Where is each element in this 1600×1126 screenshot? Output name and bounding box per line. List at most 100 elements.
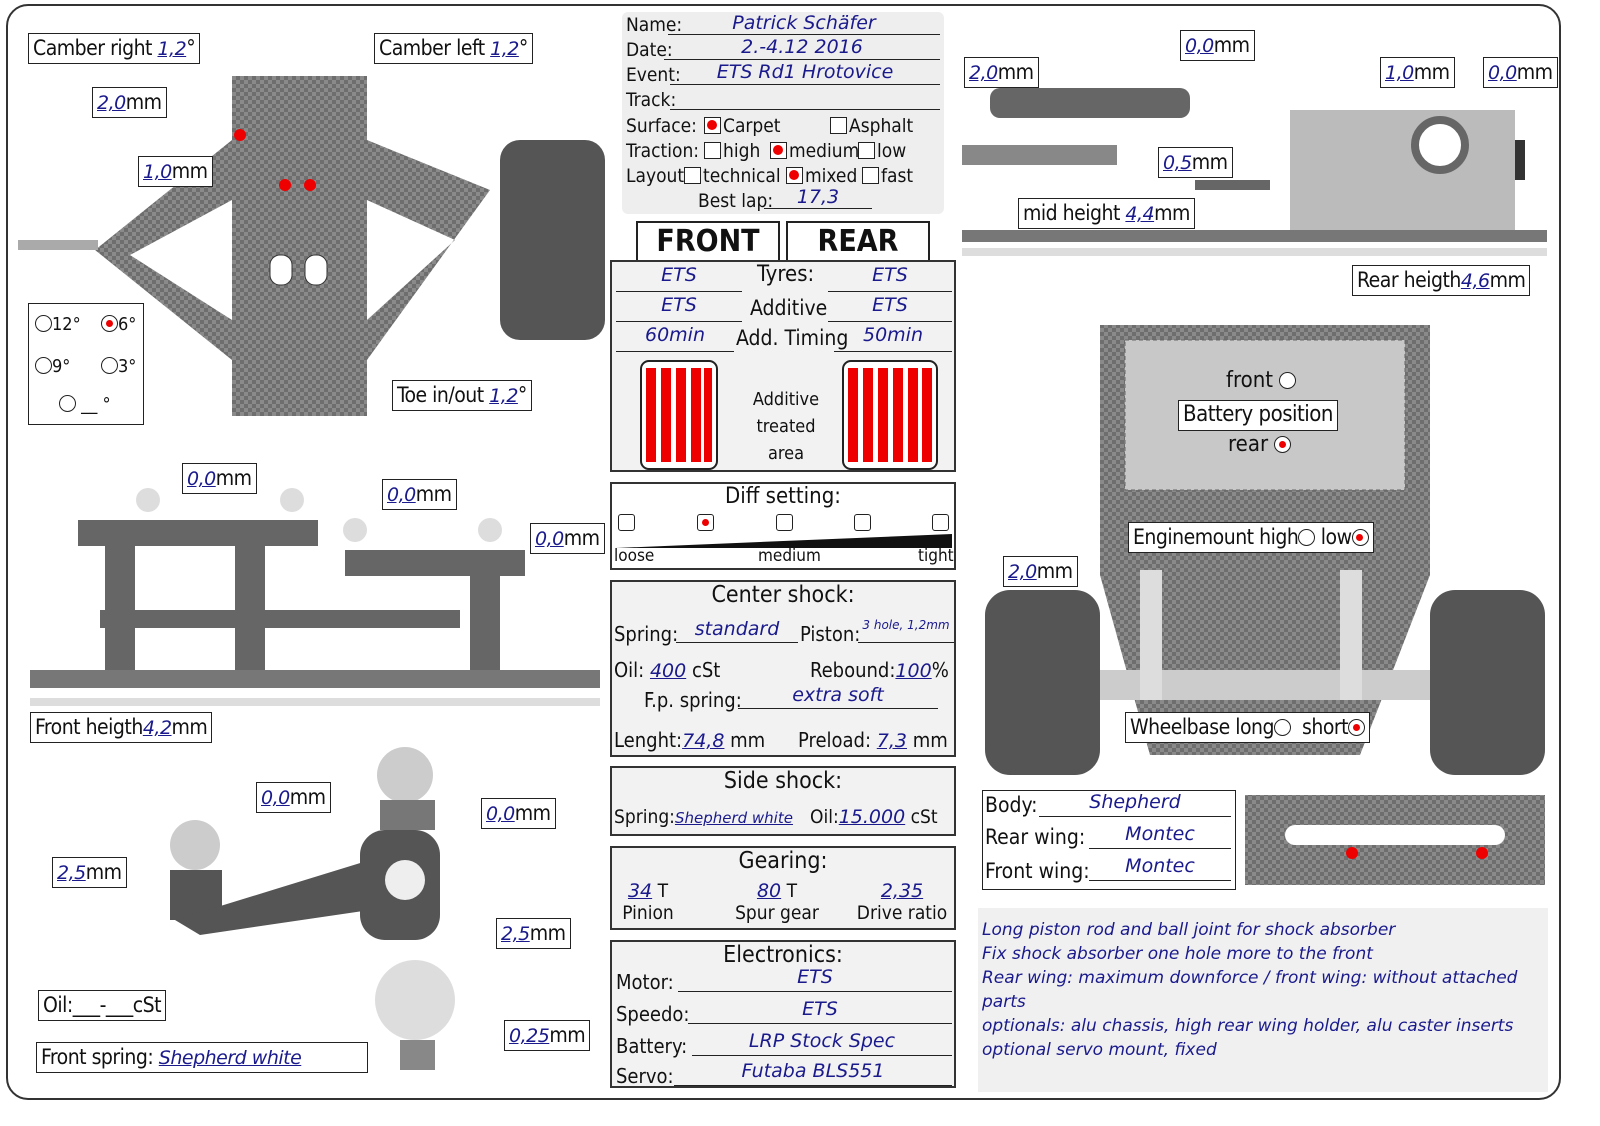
- checkbox[interactable]: [704, 117, 721, 134]
- note-line: optionals: alu chassis, high rear wing h…: [982, 1016, 1514, 1036]
- side-spring-field[interactable]: Shepherd white: [674, 809, 793, 827]
- hub-spacer-field[interactable]: 0,0mm: [256, 782, 331, 813]
- diff-position-1[interactable]: [618, 514, 635, 531]
- checkbox[interactable]: [770, 142, 787, 159]
- front-spacer-field[interactable]: 0,0mm: [182, 463, 257, 494]
- camber-left-field[interactable]: Camber left 1,2°: [374, 33, 533, 64]
- tyres-front-field[interactable]: ETS: [661, 264, 697, 286]
- fp-spring-field[interactable]: extra soft: [792, 684, 884, 706]
- caster-custom-radio[interactable]: [59, 395, 76, 412]
- diff-position-5[interactable]: [932, 514, 949, 531]
- spur-field[interactable]: 80: [756, 880, 782, 902]
- caster-12-radio[interactable]: [35, 315, 52, 332]
- side-oil-field[interactable]: 15.000: [838, 806, 906, 828]
- traction-medium-checkbox[interactable]: medium: [770, 140, 859, 162]
- tyres-rear-field[interactable]: ETS: [872, 264, 908, 286]
- layout-fast-checkbox[interactable]: fast: [862, 165, 913, 187]
- enginemount-label: Enginemount: [1133, 525, 1254, 549]
- front-spring-field[interactable]: Front spring: Shepherd white: [36, 1042, 368, 1073]
- enginemount-field[interactable]: Enginemount high low: [1128, 522, 1374, 553]
- wheelbase-short-radio[interactable]: [1348, 719, 1366, 736]
- checkbox[interactable]: [862, 167, 879, 184]
- diff-position-4[interactable]: [854, 514, 871, 531]
- front-oil-unit: cSt: [132, 993, 162, 1017]
- additive-front-field[interactable]: ETS: [661, 294, 697, 316]
- sheet-frame: [6, 4, 1561, 1100]
- front-hub-drawing: [170, 747, 455, 1070]
- oil-field[interactable]: 400: [649, 660, 687, 682]
- preload-field[interactable]: 7,3: [876, 730, 907, 752]
- hub-spacer-field[interactable]: 2,5mm: [52, 857, 127, 888]
- traction-high-checkbox[interactable]: high: [704, 140, 760, 162]
- battery-rear-option[interactable]: rear: [1228, 432, 1292, 457]
- checkbox[interactable]: [858, 142, 875, 159]
- front-spacer-field[interactable]: 0,0mm: [530, 523, 605, 554]
- hub-spacer-field[interactable]: 0,25mm: [504, 1020, 591, 1051]
- best-lap-field[interactable]: 17,3: [796, 186, 840, 208]
- date-field[interactable]: 2.-4.12 2016: [741, 36, 863, 58]
- timing-rear-field[interactable]: 50min: [862, 324, 923, 346]
- front-height-field[interactable]: Front heigth4,2mm: [30, 712, 213, 743]
- front-offset2-field[interactable]: 1,0mm: [138, 156, 213, 187]
- wheelbase-field[interactable]: Wheelbase long short: [1125, 712, 1371, 743]
- camber-right-field[interactable]: Camber right 1,2°: [28, 33, 201, 64]
- notes-area[interactable]: Long piston rod and ball joint for shock…: [978, 908, 1548, 1092]
- checkbox[interactable]: [684, 167, 701, 184]
- front-chassis-top-drawing: [18, 76, 605, 416]
- battery-front-option[interactable]: front: [1226, 368, 1297, 393]
- front-spacer-field[interactable]: 0,0mm: [382, 479, 457, 510]
- toe-field[interactable]: Toe in/out 1,2°: [392, 380, 532, 411]
- body-field[interactable]: Shepherd: [1089, 791, 1181, 813]
- motor-field[interactable]: ETS: [797, 966, 833, 988]
- caster-9-radio[interactable]: [35, 357, 52, 374]
- checkbox[interactable]: [786, 167, 803, 184]
- servo-field[interactable]: Futaba BLS551: [741, 1060, 885, 1082]
- event-field[interactable]: ETS Rd1 Hrotovice: [716, 61, 894, 83]
- rear-spacer-field[interactable]: 0,0mm: [1483, 57, 1558, 88]
- tab-rear[interactable]: REAR: [786, 221, 930, 261]
- oil-unit: cSt: [691, 658, 721, 682]
- rear-height-field[interactable]: Rear heigth4,6mm: [1352, 265, 1531, 296]
- rear-wing-field[interactable]: Montec: [1125, 823, 1195, 845]
- engine-high-radio[interactable]: [1298, 529, 1316, 546]
- checkbox[interactable]: [830, 117, 847, 134]
- battery-rear-radio[interactable]: [1274, 436, 1292, 453]
- surface-asphalt-checkbox[interactable]: Asphalt: [830, 115, 913, 137]
- front-offset-field[interactable]: 2,0mm: [92, 87, 167, 118]
- mid-height-field[interactable]: mid height 4,4mm: [1018, 198, 1195, 229]
- caster-3-radio[interactable]: [101, 357, 118, 374]
- engine-low-radio[interactable]: [1351, 529, 1369, 546]
- surface-carpet-checkbox[interactable]: Carpet: [704, 115, 781, 137]
- pinion-field[interactable]: 34: [627, 880, 653, 902]
- diff-position-2[interactable]: [697, 514, 714, 531]
- hub-spacer-field[interactable]: 2,5mm: [496, 918, 571, 949]
- battery-field[interactable]: LRP Stock Spec: [748, 1030, 896, 1052]
- name-field[interactable]: Patrick Schäfer: [732, 12, 876, 34]
- battery-front-radio[interactable]: [1279, 372, 1297, 389]
- caster-6-radio[interactable]: [101, 315, 118, 332]
- front-oil-field[interactable]: Oil:___-___cSt: [38, 990, 167, 1021]
- wheelbase-long-radio[interactable]: [1274, 719, 1291, 736]
- layout-technical-checkbox[interactable]: technical: [684, 165, 781, 187]
- front-wing-field[interactable]: Montec: [1125, 855, 1195, 877]
- rear-spacer-field[interactable]: 0,5mm: [1158, 147, 1233, 178]
- rear-spacer-field[interactable]: 1,0mm: [1380, 57, 1455, 88]
- rear-spacer-field[interactable]: 0,0mm: [1180, 30, 1255, 61]
- piston-field[interactable]: 3 hole, 1,2mm: [862, 618, 950, 632]
- rear-offset-field[interactable]: 2,0mm: [1003, 556, 1078, 587]
- drive-ratio-field[interactable]: 2,35: [880, 880, 924, 902]
- checkbox[interactable]: [704, 142, 721, 159]
- traction-low-checkbox[interactable]: low: [858, 140, 906, 162]
- additive-rear-field[interactable]: ETS: [872, 294, 908, 316]
- rebound-field[interactable]: 100: [895, 660, 932, 682]
- hub-spacer-field[interactable]: 0,0mm: [481, 798, 556, 829]
- speedo-field[interactable]: ETS: [802, 998, 838, 1020]
- rear-spacer-field[interactable]: 2,0mm: [964, 57, 1039, 88]
- spring-field[interactable]: standard: [694, 618, 780, 640]
- tab-front[interactable]: FRONT: [636, 221, 780, 261]
- caster-selector[interactable]: 12° 6° 9° 3° __ °: [28, 303, 144, 425]
- length-field[interactable]: 74,8: [682, 730, 725, 752]
- diff-position-3[interactable]: [776, 514, 793, 531]
- timing-front-field[interactable]: 60min: [644, 324, 705, 346]
- layout-mixed-checkbox[interactable]: mixed: [786, 165, 857, 187]
